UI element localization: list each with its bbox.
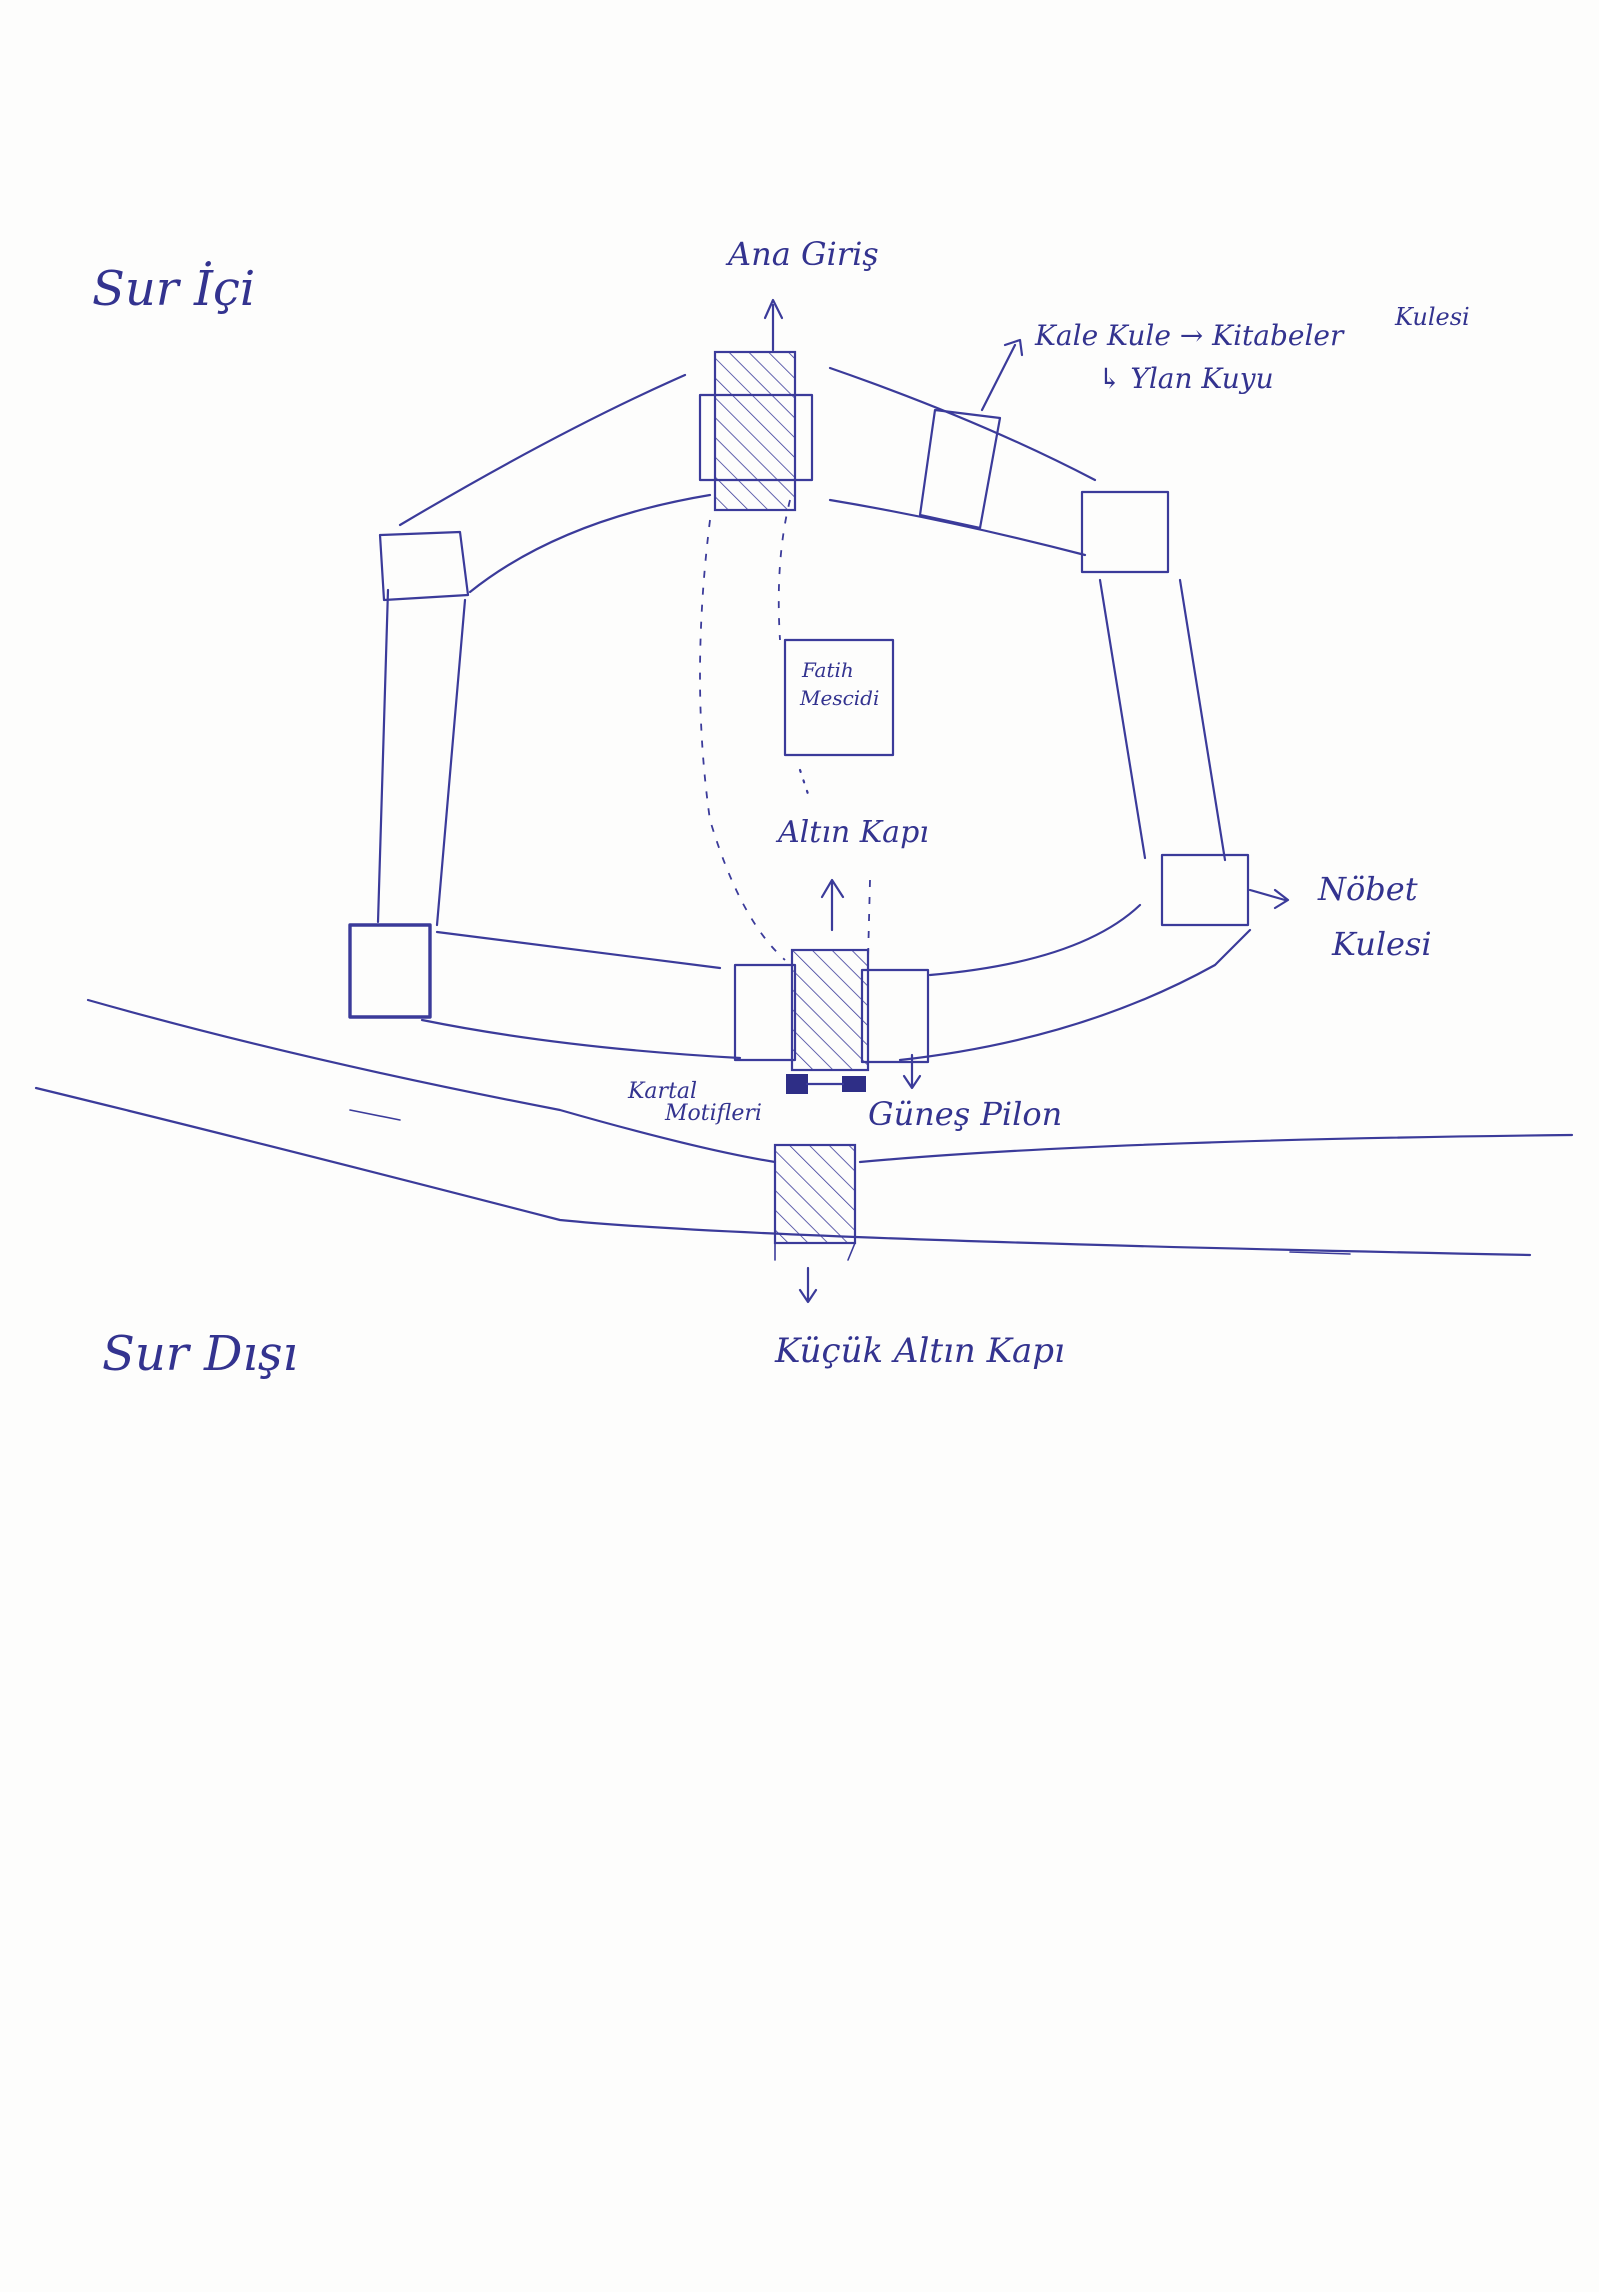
nw-corner-tower	[380, 532, 468, 600]
kartal-motif-marker	[787, 1075, 807, 1093]
kucuk-altin-kapi-arrow-icon	[800, 1268, 816, 1302]
kale-kule-tower	[920, 410, 1000, 528]
kale-kule-label-2: Kulesi	[1394, 303, 1470, 331]
altin-kapi-label: Altın Kapı	[775, 815, 929, 850]
ana-giris-gate	[715, 352, 795, 510]
kale-kule-pointer-icon	[982, 340, 1022, 410]
nobet-kulesi-tower	[1162, 855, 1248, 925]
south-gate-left-tower	[735, 965, 795, 1060]
altin-kapi-gate	[792, 950, 868, 1070]
south-gate-right-tower	[862, 970, 928, 1062]
sur-ici-label: Sur İçi	[92, 260, 255, 317]
ana-giris-label: Ana Giriş	[725, 235, 879, 273]
ana-giris-arrow-icon	[765, 300, 782, 350]
gunes-pilon-marker	[843, 1077, 865, 1091]
kale-kule-label-1: Kale Kule → Kitabeler	[1034, 319, 1345, 352]
ne-corner-tower	[1082, 492, 1168, 572]
kale-kule-label-3: ↳ Ylan Kuyu	[1098, 362, 1274, 395]
fatih-mescidi-label-2: Mescidi	[799, 686, 879, 710]
sw-corner-tower	[350, 925, 430, 1017]
kucuk-altin-kapi-gate	[775, 1145, 855, 1243]
kartal-motifleri-label-2: Motifleri	[664, 1101, 762, 1126]
fatih-mescidi-label-1: Fatih	[801, 658, 854, 682]
sur-disi-label: Sur Dışı	[102, 1326, 298, 1382]
kucuk-altin-kapi-label: Küçük Altın Kapı	[774, 1331, 1065, 1371]
nobet-kulesi-label-2: Kulesi	[1331, 925, 1432, 963]
nobet-kulesi-pointer-icon	[1250, 890, 1288, 908]
altin-kapi-arrow-icon	[822, 880, 843, 930]
gunes-pilon-label: Güneş Pilon	[868, 1095, 1062, 1133]
nobet-kulesi-label-1: Nöbet	[1317, 870, 1418, 908]
